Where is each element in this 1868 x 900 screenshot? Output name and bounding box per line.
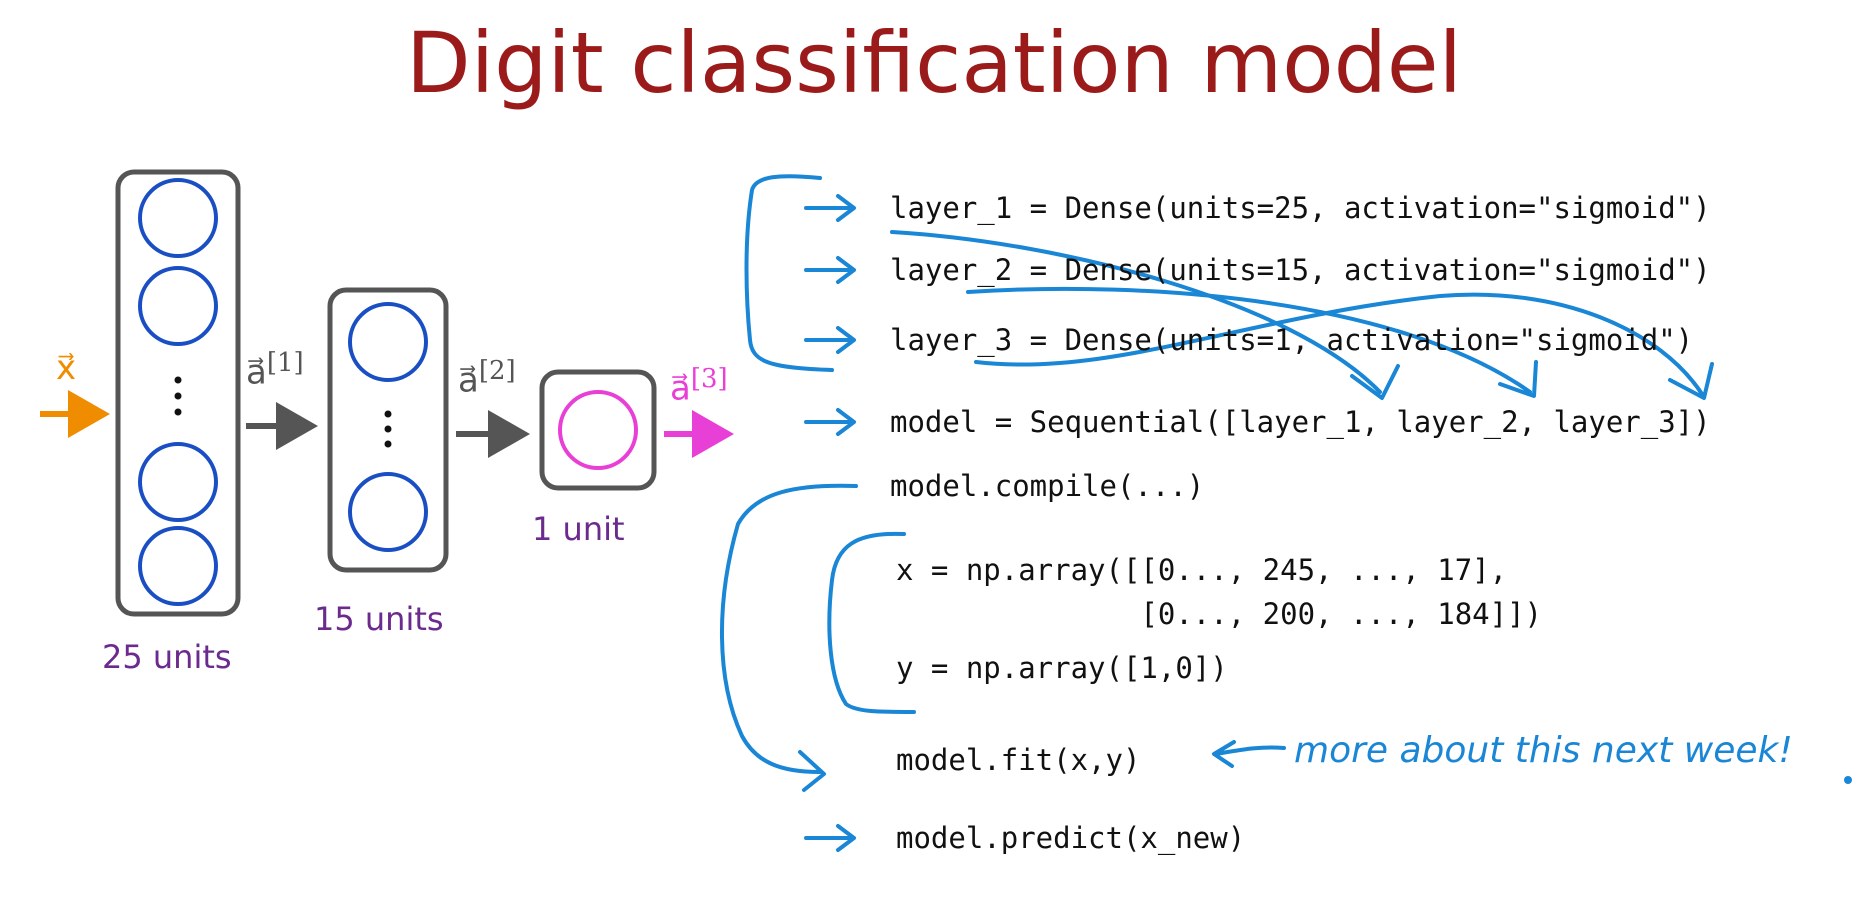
layer-1-box	[115, 169, 241, 617]
data-bracket	[827, 531, 916, 714]
code-line-layer-1: layer_1 = Dense(units=25, activation="si…	[890, 191, 1711, 225]
arrow-layer-2	[804, 256, 856, 284]
layers-bracket	[744, 174, 834, 372]
activation-3-superscript: [3]	[690, 364, 728, 394]
activation-3-symbol: a⃗	[670, 368, 691, 409]
code-line-sequential: model = Sequential([layer_1, layer_2, la…	[890, 405, 1711, 439]
code-line-layer-3: layer_3 = Dense(units=1, activation="sig…	[890, 323, 1694, 357]
layer-2-neuron	[348, 302, 428, 382]
layer-2-neuron	[348, 472, 428, 552]
note-arrow	[1212, 740, 1286, 768]
layer-2-units-label: 15 units	[314, 600, 444, 638]
code-line-x-array-2: [0..., 200, ..., 184]])	[896, 597, 1543, 631]
layer-1-neuron	[138, 442, 218, 522]
arrow-model	[804, 408, 856, 436]
layer-1-neuron	[138, 178, 218, 258]
layer-1-neuron	[138, 526, 218, 606]
curve-layer-2	[966, 286, 1538, 398]
slide-title: Digit classification model	[406, 14, 1462, 112]
code-line-y-array: y = np.array([1,0])	[896, 651, 1228, 685]
arrow-layer-3	[804, 326, 856, 354]
code-line-x-array-1: x = np.array([[0..., 245, ..., 17],	[896, 553, 1508, 587]
code-line-compile: model.compile(...)	[890, 469, 1205, 503]
code-line-layer-2: layer_2 = Dense(units=15, activation="si…	[890, 253, 1711, 287]
activation-2-symbol: a⃗	[458, 360, 479, 401]
activation-1-symbol: a⃗	[246, 352, 267, 393]
layer-1-ellipsis	[174, 376, 182, 416]
compile-bracket	[719, 483, 858, 792]
layer-2-ellipsis	[384, 410, 392, 448]
activation-1-superscript: [1]	[266, 348, 304, 378]
output-neuron	[558, 390, 638, 470]
activation-2-label: a⃗[2]	[458, 356, 516, 400]
layer-1-units-label: 25 units	[102, 638, 232, 676]
note-dot	[1844, 776, 1852, 784]
code-line-predict: model.predict(x_new)	[896, 821, 1246, 855]
activation-2-superscript: [2]	[478, 356, 516, 386]
handwritten-note: more about this next week!	[1294, 730, 1793, 771]
input-label: x⃗	[56, 348, 76, 388]
input-vector-symbol: x⃗	[56, 348, 77, 388]
layer-1-neuron	[138, 266, 218, 346]
layer-3-box	[539, 369, 657, 491]
curve-layer-3	[974, 292, 1714, 400]
arrow-layer-1	[804, 194, 856, 222]
layer-2-box	[327, 287, 449, 573]
curve-layer-1	[890, 230, 1400, 400]
code-line-fit: model.fit(x,y)	[896, 743, 1141, 777]
layer-3-units-label: 1 unit	[532, 510, 625, 548]
activation-3-label: a⃗[3]	[670, 364, 728, 408]
arrow-predict	[804, 824, 856, 852]
activation-1-label: a⃗[1]	[246, 348, 304, 392]
